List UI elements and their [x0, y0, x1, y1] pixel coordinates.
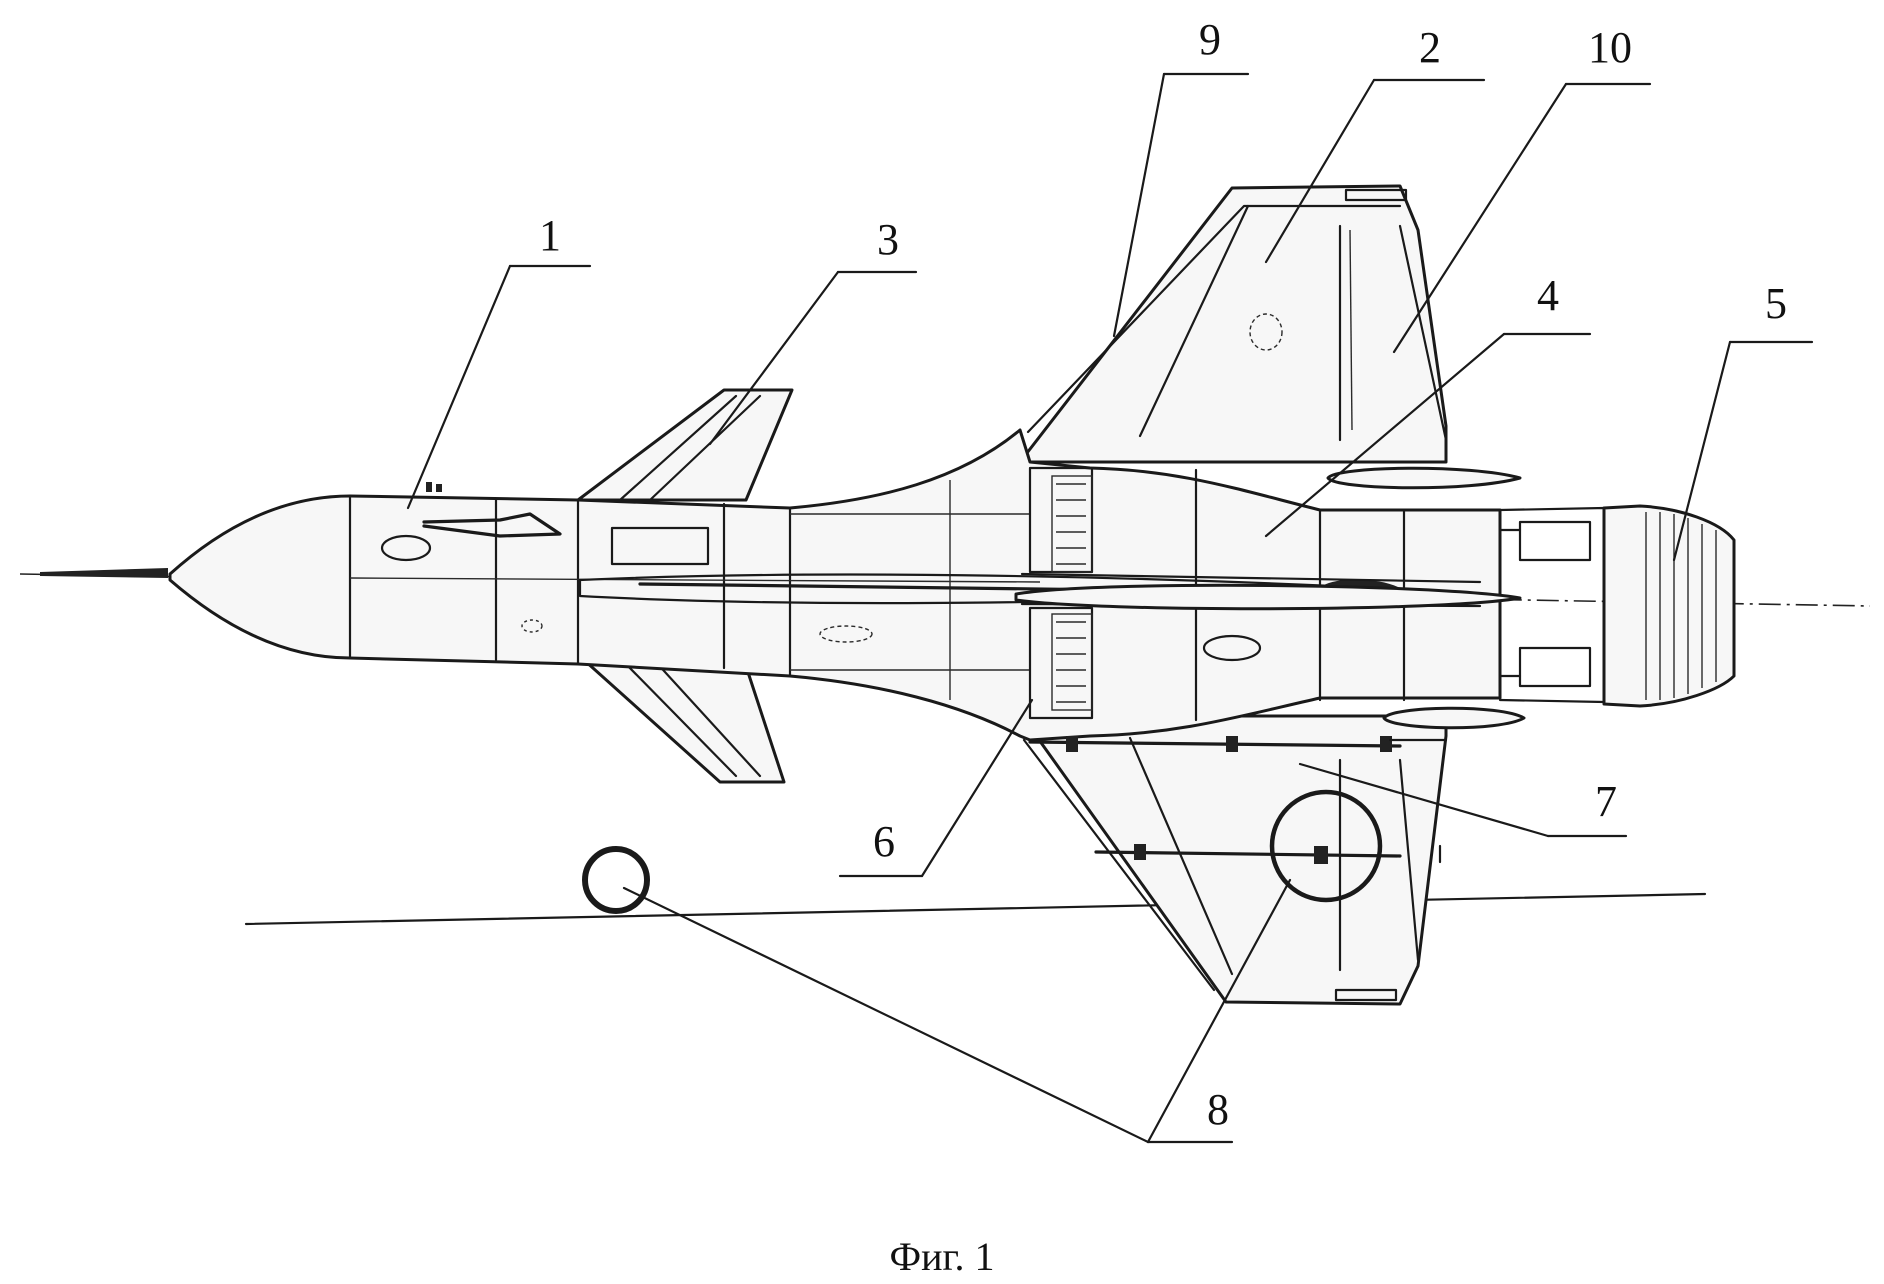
- figure-caption: Фиг. 1: [890, 1234, 995, 1279]
- upper-main-wing: [1018, 184, 1448, 464]
- ref-numeral-1: 1: [539, 211, 561, 260]
- ref-numeral-8: 8: [1207, 1085, 1229, 1134]
- ref-numeral-7: 7: [1595, 777, 1617, 826]
- leader-lines: [406, 72, 1814, 1144]
- upper-forward-fin: [576, 388, 794, 502]
- target-circle-small: [582, 846, 650, 914]
- ref-numeral-10: 10: [1588, 23, 1632, 72]
- target-circle-large: [1269, 789, 1383, 903]
- air-intake-lower: [1028, 606, 1094, 720]
- lower-forward-fin: [582, 658, 786, 784]
- engine-nozzle: [1602, 504, 1736, 708]
- ref-numeral-6: 6: [873, 817, 895, 866]
- ref-numeral-2: 2: [1419, 23, 1441, 72]
- ground-reference-line: [244, 892, 1707, 926]
- ref-numeral-9: 9: [1199, 15, 1221, 64]
- nose-probe: [40, 568, 168, 578]
- ref-numeral-5: 5: [1765, 279, 1787, 328]
- ref-numeral-4: 4: [1537, 271, 1559, 320]
- ref-numeral-3: 3: [877, 215, 899, 264]
- upper-store-pod: [1326, 466, 1522, 490]
- lower-main-wing: [1020, 714, 1448, 1006]
- air-intake-upper: [1028, 466, 1094, 574]
